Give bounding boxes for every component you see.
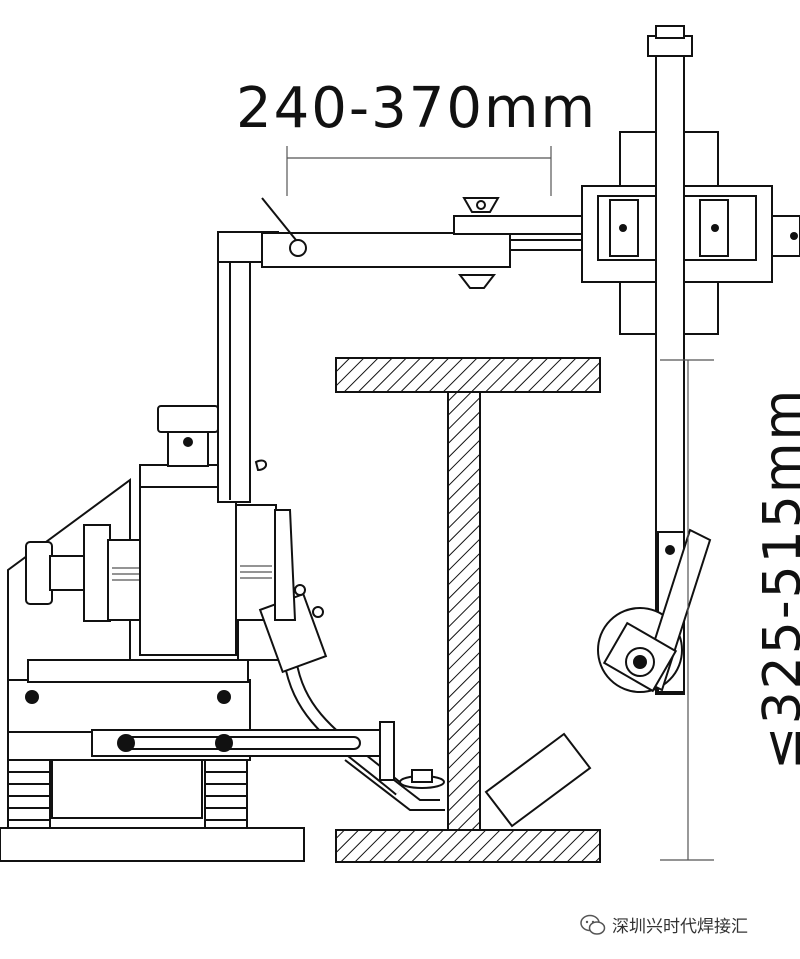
upper-cross-arm bbox=[261, 197, 583, 289]
torch-holder bbox=[484, 528, 712, 828]
mast-clamp-block bbox=[581, 131, 800, 335]
width-dimension-line bbox=[286, 146, 552, 196]
torch-mast bbox=[647, 25, 693, 695]
vertical-slide bbox=[139, 405, 277, 656]
arm-column bbox=[217, 231, 281, 503]
wechat-icon bbox=[580, 914, 606, 935]
width-range-label: 240-370mm bbox=[236, 76, 598, 141]
height-dimension-line bbox=[660, 359, 714, 861]
hand-wheel bbox=[25, 524, 141, 622]
watermark: 深圳兴时代焊接汇 bbox=[580, 912, 748, 937]
watermark-text: 深圳兴时代焊接汇 bbox=[612, 917, 748, 937]
crawler-tracks bbox=[7, 757, 248, 829]
i-beam-section bbox=[335, 357, 601, 863]
height-range-label: ≤325-515mm bbox=[753, 387, 800, 770]
base-track-plate bbox=[0, 827, 305, 862]
guide-rail bbox=[91, 721, 445, 811]
